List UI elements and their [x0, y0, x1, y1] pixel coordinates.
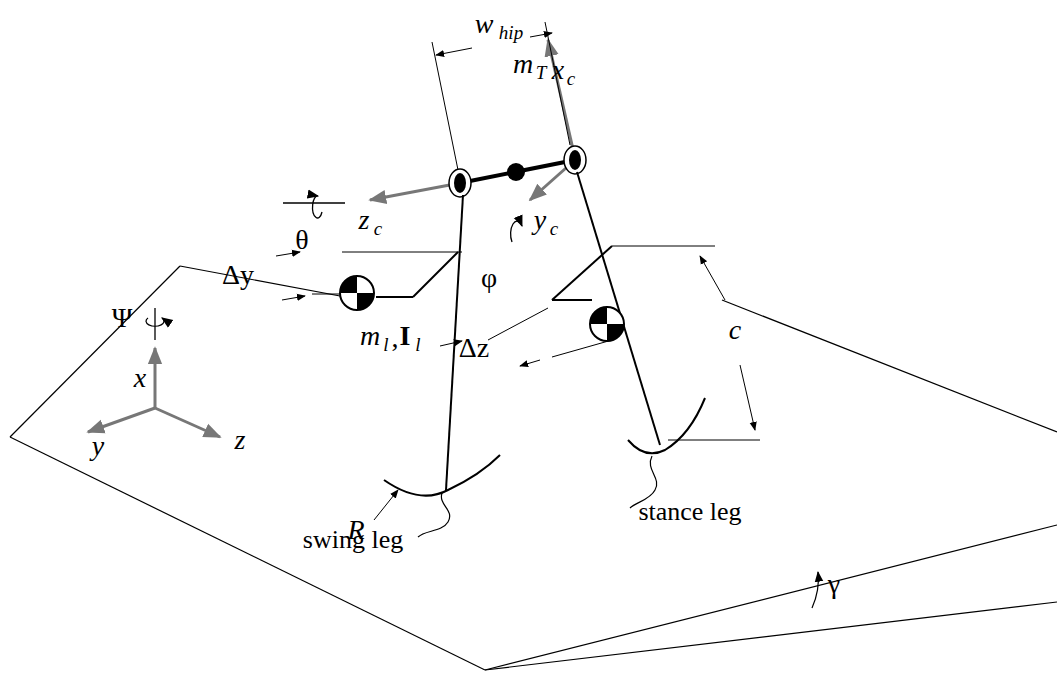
part-label: swing leg: [303, 527, 403, 553]
hip-frame: [370, 40, 575, 200]
axis-label: y: [92, 432, 104, 460]
subscript: l: [415, 335, 420, 354]
subscript: c: [567, 69, 575, 88]
subscript: c: [550, 219, 558, 238]
axis-label: y: [534, 206, 546, 234]
subscript: l: [383, 335, 388, 354]
stance-leg: [440, 172, 760, 508]
axis-label: x: [552, 56, 564, 84]
dimension-symbol: Δz: [459, 334, 489, 362]
angle-symbol: φ: [481, 264, 497, 292]
dimension-symbol: Δy: [222, 261, 254, 289]
swing-leg: [276, 195, 500, 537]
angle-symbol: Ψ: [112, 304, 133, 332]
angle-symbol: θ: [295, 226, 308, 254]
subscript: c: [374, 219, 382, 238]
world-frame: [88, 348, 220, 437]
dimension-symbol: c: [729, 316, 741, 344]
mass-symbol: m: [513, 50, 533, 78]
subscript: hip: [499, 23, 523, 42]
angle-symbol: γ: [828, 570, 840, 598]
axis-label: z: [235, 426, 246, 454]
separator: ,: [392, 324, 399, 352]
dimension-symbol: w: [475, 10, 494, 38]
ground-plane: [10, 266, 1057, 670]
axis-label: z: [359, 206, 370, 234]
part-label: stance leg: [638, 499, 741, 525]
subscript: T: [536, 63, 547, 82]
mass-symbol: m: [360, 322, 380, 350]
psi-rotation: [146, 308, 164, 340]
rotation-arrows: [283, 196, 522, 242]
hip-width-dimension: [432, 22, 570, 170]
axis-label: x: [134, 364, 146, 392]
inertia-symbol: I: [400, 322, 411, 350]
torso: [449, 146, 586, 197]
